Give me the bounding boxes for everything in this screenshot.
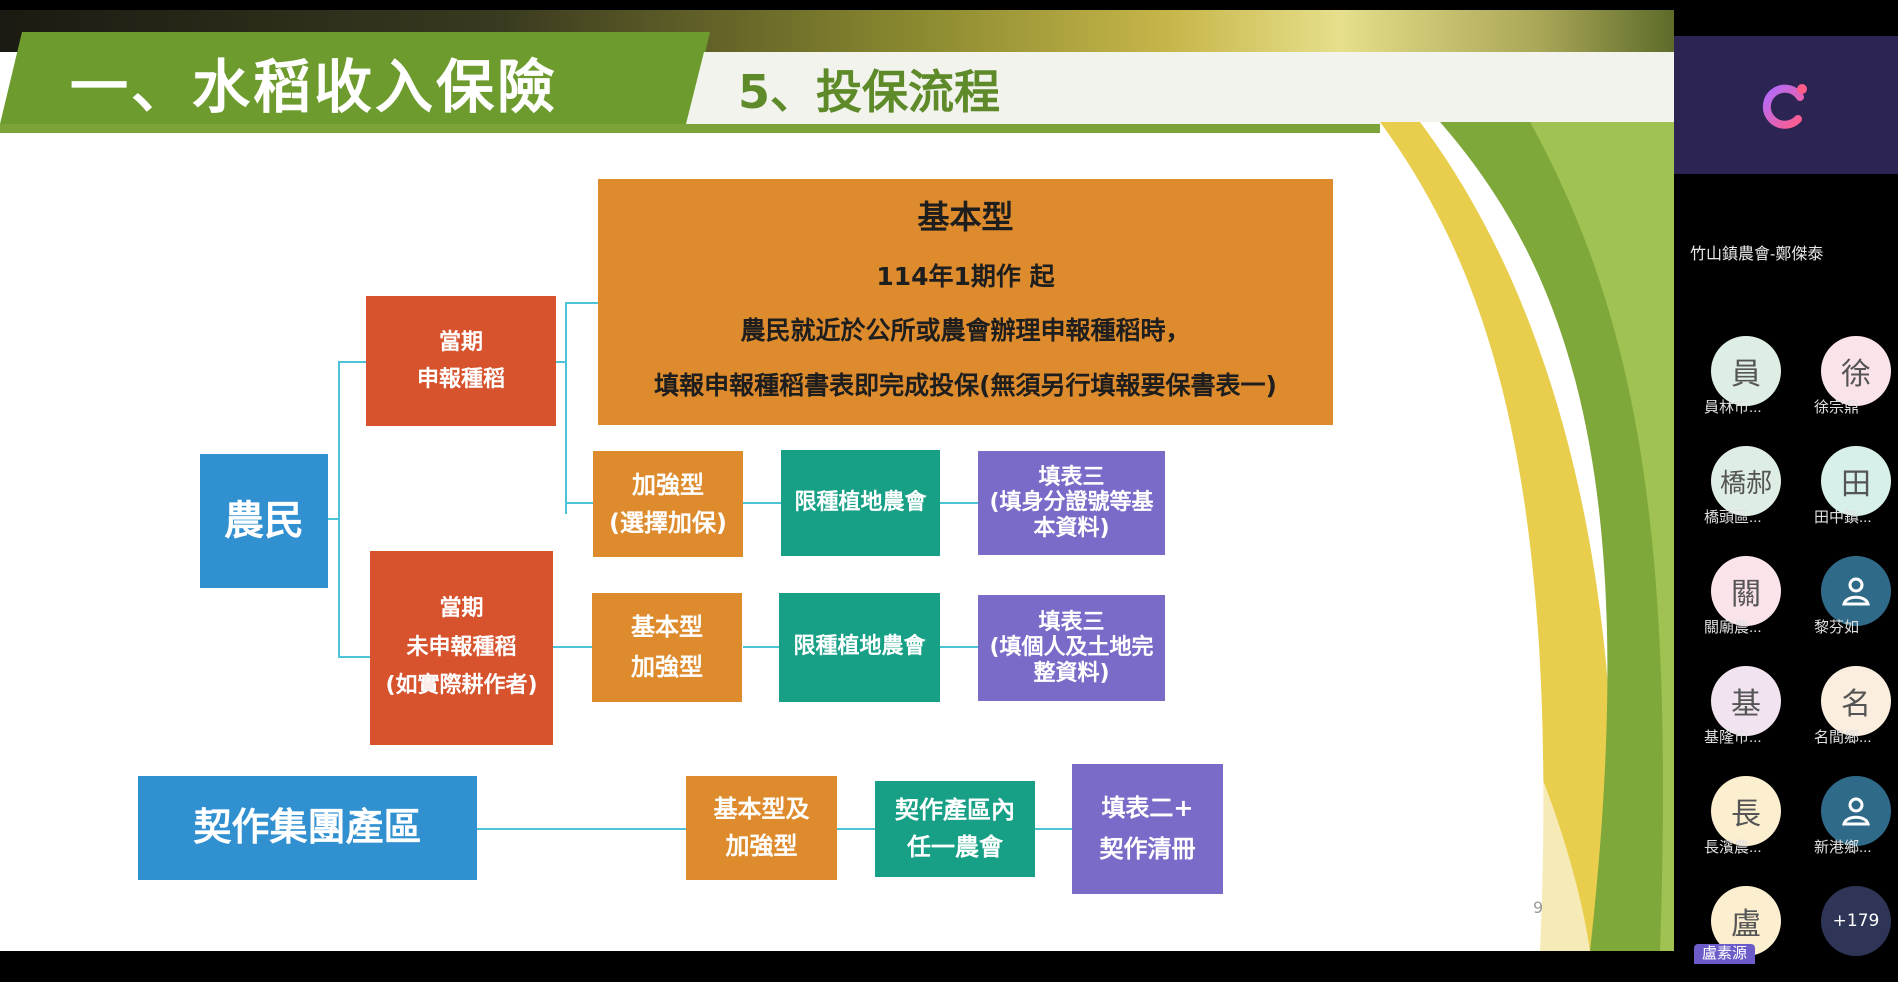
participant-tile[interactable]: 橋郝橋頭區...	[1680, 446, 1781, 542]
form3-id-label: 填表三 (填身分證號等基 本資料)	[989, 465, 1154, 541]
participant-avatar: 員	[1711, 336, 1781, 406]
overflow-count: +179	[1821, 886, 1891, 956]
form3-id-box: 填表三 (填身分證號等基 本資料)	[978, 451, 1165, 555]
decorative-leaf-graphic	[1380, 122, 1674, 951]
participant-tile[interactable]: 長長濱農...	[1680, 776, 1781, 872]
connector	[565, 302, 599, 304]
undeclared-rice-box: 當期 未申報種稻 (如實際耕作者)	[370, 551, 553, 745]
presentation-slide: 一、水稻收入保險 5、投保流程 農民 當期 申報種稻 當期 未申報種稻 (如實際…	[0, 10, 1674, 951]
restricted-farm-assoc-box-1: 限種植地農會	[781, 450, 940, 556]
page-number: 9	[1533, 898, 1544, 917]
panel-header	[1674, 36, 1898, 174]
form2-box: 填表二+ 契作清冊	[1072, 764, 1223, 894]
participant-avatar: 關	[1711, 556, 1781, 626]
participant-tile[interactable]: 新港鄉...	[1790, 776, 1891, 872]
restricted-farm-assoc-label-2: 限種植地農會	[793, 634, 926, 660]
basic-plan-line2: 農民就近於公所或農會辦理申報種稻時，	[740, 316, 1191, 346]
participant-avatar: 田	[1821, 446, 1891, 516]
connector	[743, 502, 781, 504]
participant-tile[interactable]: 基基隆市...	[1680, 666, 1781, 762]
basic-and-enhanced-label: 基本型及 加強型	[713, 794, 810, 860]
connector	[477, 828, 687, 830]
participant-avatar: 橋郝	[1711, 446, 1781, 516]
participant-tile[interactable]: 關關廟農...	[1680, 556, 1781, 652]
contract-farm-assoc-label: 契作產區內 任一農會	[895, 795, 1015, 861]
basic-enhanced-label: 基本型 加強型	[631, 612, 703, 681]
participant-avatar: 名	[1821, 666, 1891, 736]
basic-plan-line3: 填報申報種稻書表即完成投保(無須另行填報要保書表一)	[654, 370, 1277, 400]
form3-land-label: 填表三 (填個人及土地完 整資料)	[989, 610, 1154, 686]
declared-rice-label: 當期 申報種稻	[416, 329, 505, 392]
active-speaker-tag: 盧素源	[1694, 944, 1756, 964]
basic-plan-line1: 114年1期作 起	[876, 261, 1055, 291]
participant-name: 徐宗鼎	[1814, 399, 1860, 416]
participant-tile[interactable]: 徐徐宗鼎	[1790, 336, 1891, 432]
participant-name: 關廟農...	[1704, 619, 1762, 636]
person-icon	[1821, 556, 1891, 626]
connector	[1035, 828, 1073, 830]
subtitle-band	[686, 52, 1674, 124]
connector	[565, 302, 567, 514]
connector	[565, 502, 593, 504]
connector	[553, 646, 593, 648]
slide-subtitle: 5、投保流程	[738, 65, 1001, 119]
participant-avatar: 長	[1711, 776, 1781, 846]
basic-and-enhanced-box: 基本型及 加強型	[686, 776, 837, 880]
connector	[555, 361, 567, 363]
slide-title: 一、水稻收入保險	[70, 53, 559, 121]
contract-group-box: 契作集團產區	[138, 776, 477, 880]
participants-panel: 竹山鎮農會-鄭傑泰 員員林市...徐徐宗鼎橋郝橋頭區...田田中鎮...關關廟農…	[1674, 0, 1898, 961]
participant-avatar: 基	[1711, 666, 1781, 736]
connector	[338, 656, 370, 658]
participant-name: 田中鎮...	[1814, 509, 1872, 526]
connector	[837, 828, 875, 830]
participant-name: 橋頭區...	[1704, 509, 1762, 526]
enhanced-plan-box: 加強型 (選擇加保)	[593, 451, 743, 557]
app-logo-icon	[1762, 84, 1807, 129]
connector	[328, 518, 340, 520]
participant-tile[interactable]: 員員林市...	[1680, 336, 1781, 432]
connector	[940, 646, 978, 648]
contract-group-label: 契作集團產區	[193, 805, 422, 850]
connector	[338, 361, 366, 363]
restricted-farm-assoc-box-2: 限種植地農會	[779, 593, 940, 702]
connector	[338, 361, 340, 657]
participant-name: 員林市...	[1704, 399, 1762, 416]
title-underline	[0, 124, 1674, 133]
basic-enhanced-box: 基本型 加強型	[592, 593, 742, 702]
basic-plan-box: 基本型 114年1期作 起 農民就近於公所或農會辦理申報種稻時， 填報申報種稻書…	[598, 179, 1333, 425]
participant-name: 新港鄉...	[1814, 839, 1872, 856]
participant-tile[interactable]: 盧	[1680, 886, 1781, 982]
basic-plan-title: 基本型	[917, 198, 1014, 236]
participant-tile[interactable]: 田田中鎮...	[1790, 446, 1891, 542]
participant-avatar: 徐	[1821, 336, 1891, 406]
participant-name: 長濱農...	[1704, 839, 1762, 856]
undeclared-rice-label: 當期 未申報種稻 (如實際耕作者)	[385, 596, 538, 699]
participant-name: 名間鄉...	[1814, 729, 1872, 746]
farmer-box: 農民	[200, 454, 328, 588]
participant-name: 黎芬如	[1814, 619, 1860, 636]
participant-name: 基隆市...	[1704, 729, 1762, 746]
participant-tile[interactable]: 名名間鄉...	[1790, 666, 1891, 762]
connector	[940, 502, 978, 504]
participant-tile[interactable]: 黎芬如	[1790, 556, 1891, 652]
title-band	[0, 32, 710, 124]
form3-land-box: 填表三 (填個人及土地完 整資料)	[978, 595, 1165, 701]
form2-label: 填表二+ 契作清冊	[1099, 794, 1196, 863]
enhanced-plan-label: 加強型 (選擇加保)	[609, 470, 727, 537]
contract-farm-assoc-box: 契作產區內 任一農會	[875, 781, 1035, 877]
farmer-label: 農民	[224, 498, 304, 544]
host-name: 竹山鎮農會-鄭傑泰	[1690, 246, 1824, 263]
declared-rice-box: 當期 申報種稻	[366, 296, 556, 426]
connector	[743, 646, 781, 648]
more-participants-button[interactable]: +179	[1790, 886, 1891, 982]
restricted-farm-assoc-label-1: 限種植地農會	[794, 489, 927, 515]
person-icon	[1821, 776, 1891, 846]
